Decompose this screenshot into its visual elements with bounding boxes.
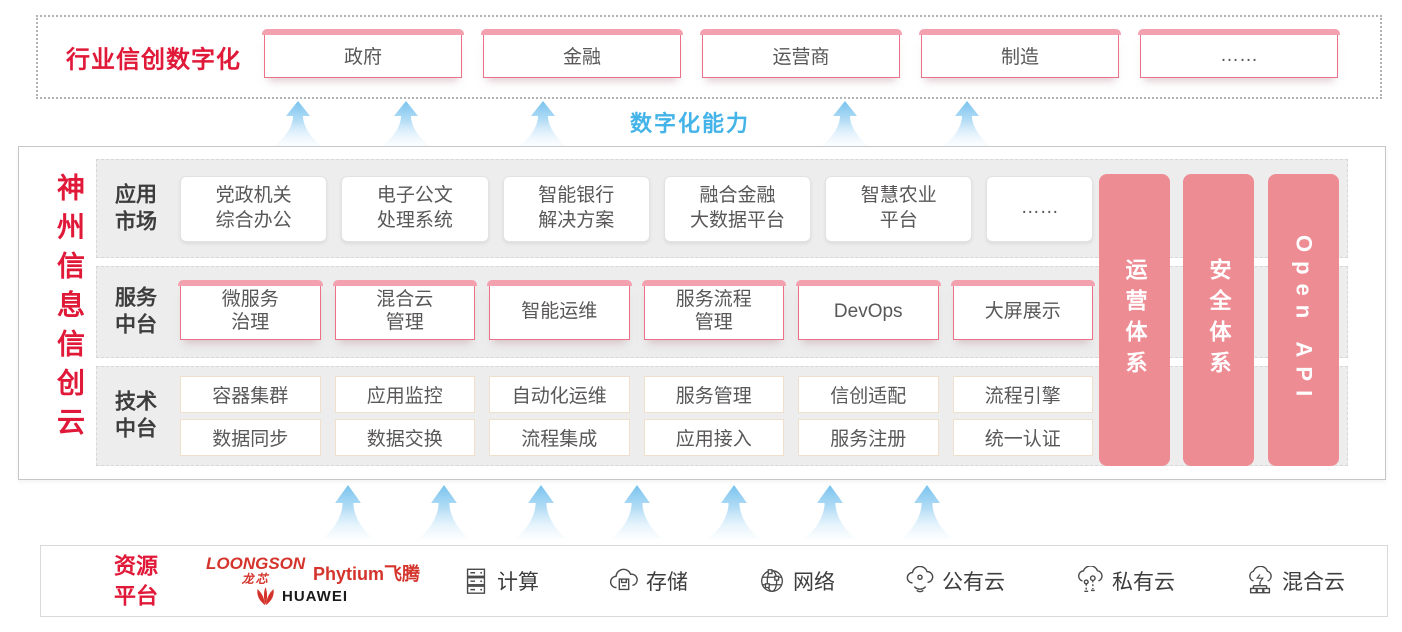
service-item: 混合云 管理 — [332, 280, 477, 340]
resource-item: 网络 — [757, 566, 835, 596]
hybrid-cloud-icon — [1244, 566, 1276, 596]
app-market-label: 应用 市场 — [115, 183, 157, 234]
industry-item: …… — [1138, 29, 1340, 78]
huawei-flower-icon — [254, 586, 277, 606]
resource-platform-box: 资源 平台 LOONGSON 龙芯 Phytium飞腾 HUAWEI 计算 存储… — [40, 545, 1388, 617]
tech-item: 流程引擎 — [952, 376, 1093, 413]
tech-item: 应用监控 — [334, 376, 475, 413]
industry-band-title: 行业信创数字化 — [66, 46, 241, 74]
up-arrow-icon — [379, 101, 433, 152]
up-arrow-icon — [940, 101, 994, 152]
up-arrow-icon — [900, 485, 954, 539]
up-arrow-icon — [417, 485, 471, 539]
industry-items: 政府金融运营商制造 …… — [262, 29, 1340, 78]
tech-item: 数据交换 — [334, 419, 475, 456]
app-market-item: 智慧农业 平台 — [825, 175, 973, 242]
tech-item: 应用接入 — [643, 419, 784, 456]
industry-item: 政府 — [262, 29, 464, 78]
up-arrow-icon — [516, 101, 570, 152]
resource-platform-title: 资源 平台 — [114, 553, 159, 608]
resource-item-label: 私有云 — [1112, 571, 1175, 594]
industry-item: 金融 — [481, 29, 683, 78]
loongson-wordmark: LOONGSON — [206, 554, 306, 573]
capability-label: 数字化能力 — [630, 111, 751, 136]
app-market-item: 融合金融 大数据平台 — [663, 175, 812, 242]
tech-label: 技术 中台 — [115, 390, 157, 441]
storage-icon — [608, 566, 640, 596]
industry-item: 制造 — [919, 29, 1121, 78]
private-cloud-icon — [1074, 566, 1106, 596]
up-arrow-icon — [514, 485, 568, 539]
app-market-strip: 应用 市场 党政机关 综合办公电子公文 处理系统智能银行 解决方案融合金融 大数… — [96, 159, 1348, 258]
service-item: 大屏展示 — [950, 280, 1095, 340]
resource-item: 计算 — [461, 566, 539, 596]
resource-item: 存储 — [608, 566, 688, 596]
up-arrow-icon — [610, 485, 664, 539]
tech-item: 流程集成 — [489, 419, 630, 456]
sidebar-open-api: Open API — [1268, 174, 1339, 466]
industry-band: 行业信创数字化 政府金融运营商制造 …… — [36, 15, 1382, 99]
service-item: 智能运维 — [487, 280, 631, 340]
tech-item: 容器集群 — [180, 376, 321, 413]
up-arrow-icon — [803, 485, 857, 539]
up-arrow-icon — [818, 101, 872, 152]
app-market-item: 智能银行 解决方案 — [502, 175, 650, 242]
resource-arrows — [0, 485, 1402, 541]
service-item: 微服务 治理 — [178, 280, 322, 340]
tech-item: 服务管理 — [643, 376, 784, 413]
resource-item-label: 混合云 — [1282, 571, 1345, 594]
app-market-items: 党政机关 综合办公电子公文 处理系统智能银行 解决方案融合金融 大数据平台智慧农… — [180, 160, 1093, 257]
tech-item: 统一认证 — [952, 419, 1093, 456]
app-market-item: 电子公文 处理系统 — [341, 175, 489, 242]
tech-item: 自动化运维 — [489, 376, 630, 413]
app-market-item: …… — [986, 175, 1093, 242]
network-icon — [757, 566, 787, 596]
phytium-logo: Phytium飞腾 — [313, 564, 421, 584]
resource-items: 计算 存储 网络 公有云 私有云 混合云 — [461, 546, 1345, 616]
loongson-cn-wordmark: 龙芯 — [241, 572, 270, 586]
tech-strip: 技术 中台 容器集群应用监控自动化运维服务管理信创适配流程引擎数据同步数据交换流… — [96, 366, 1348, 466]
resource-item-label: 存储 — [646, 571, 688, 594]
sidebar-operation-system: 运营体系 — [1099, 174, 1170, 466]
service-item: 服务流程 管理 — [641, 280, 786, 340]
up-arrow-icon — [271, 101, 325, 152]
app-market-item: 党政机关 综合办公 — [180, 175, 328, 242]
huawei-wordmark: HUAWEI — [282, 587, 348, 605]
service-label: 服务 中台 — [115, 286, 157, 337]
public-cloud-icon — [904, 566, 936, 596]
tech-item: 数据同步 — [180, 419, 321, 456]
cloud-platform-title: 神州信息信创云 — [54, 173, 85, 446]
up-arrow-icon — [321, 485, 375, 539]
resource-item-label: 网络 — [793, 571, 835, 594]
resource-item: 私有云 — [1074, 566, 1175, 596]
resource-item-label: 计算 — [497, 571, 539, 594]
resource-item-label: 公有云 — [942, 571, 1005, 594]
compute-icon — [461, 566, 491, 596]
industry-item: 运营商 — [700, 29, 902, 78]
resource-item: 公有云 — [904, 566, 1005, 596]
huawei-logo: HUAWEI — [254, 586, 348, 606]
cloud-platform-box: 神州信息信创云 应用 市场 党政机关 综合办公电子公文 处理系统智能银行 解决方… — [18, 146, 1386, 480]
tech-items: 容器集群应用监控自动化运维服务管理信创适配流程引擎数据同步数据交换流程集成应用接… — [180, 376, 1093, 456]
tech-item: 服务注册 — [798, 419, 939, 456]
loongson-logo: LOONGSON 龙芯 — [206, 555, 305, 585]
tech-item: 信创适配 — [798, 376, 939, 413]
sidebar-security-system: 安全体系 — [1183, 174, 1254, 466]
service-item: DevOps — [796, 280, 940, 340]
up-arrow-icon — [707, 485, 761, 539]
resource-item: 混合云 — [1244, 566, 1345, 596]
